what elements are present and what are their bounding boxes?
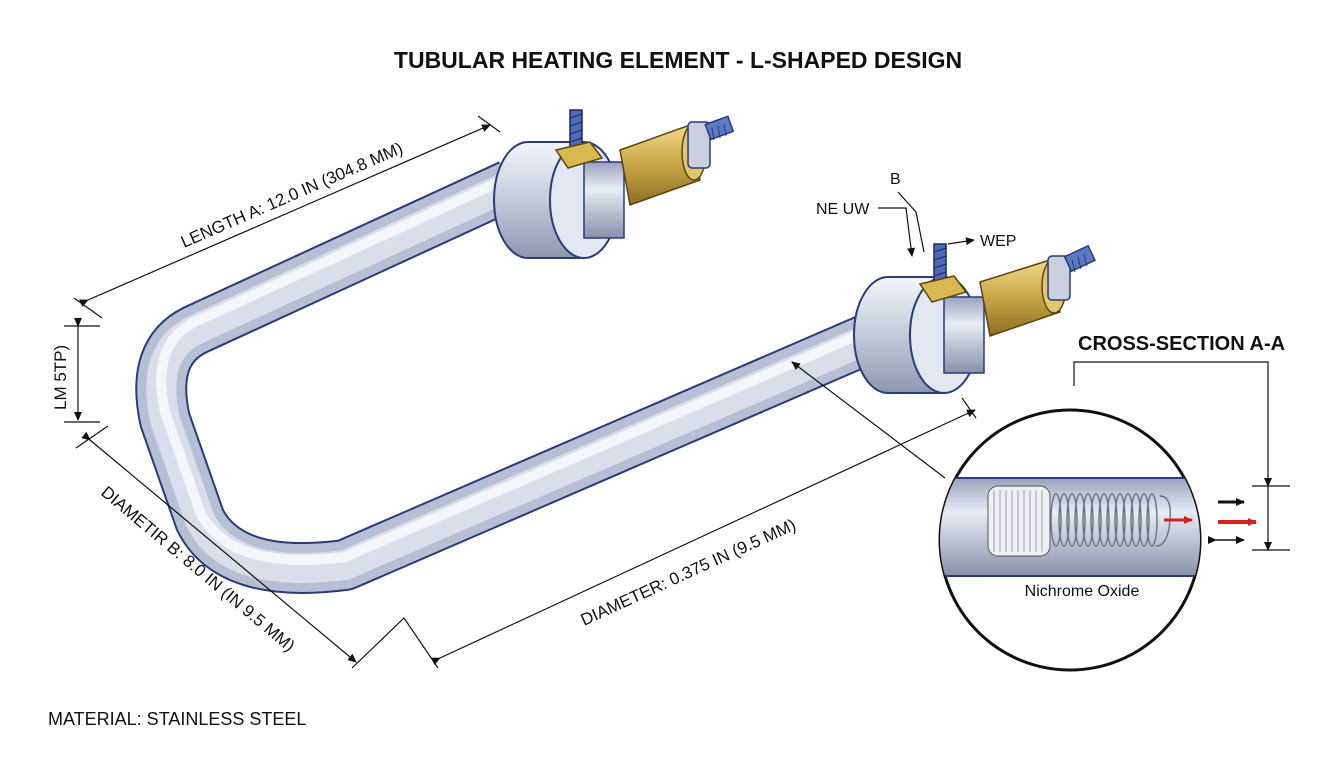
right-terminal bbox=[853, 243, 1096, 394]
diagram-title: TUBULAR HEATING ELEMENT - L-SHAPED DESIG… bbox=[394, 47, 962, 73]
material-label: MATERIAL: STAINLESS STEEL bbox=[48, 709, 306, 729]
heat-flow-arrows bbox=[1208, 498, 1257, 544]
dimension-lines bbox=[64, 115, 1290, 669]
callout-wep: WEP bbox=[980, 233, 1016, 250]
cross-section-label: Nichrome Oxide bbox=[1025, 583, 1140, 600]
callout-ne-uw: NE UW bbox=[816, 201, 870, 218]
callout-b: B bbox=[890, 171, 901, 188]
cross-section-heading: CROSS-SECTION A-A bbox=[1078, 333, 1285, 355]
top-terminal bbox=[493, 109, 735, 259]
cross-section-detail: Nichrome Oxide bbox=[938, 408, 1202, 672]
side-dimension-label: LM 5TP) bbox=[51, 345, 70, 410]
diameter-label: DIAMETER: 0.375 IN (9.5 MM) bbox=[578, 515, 799, 629]
